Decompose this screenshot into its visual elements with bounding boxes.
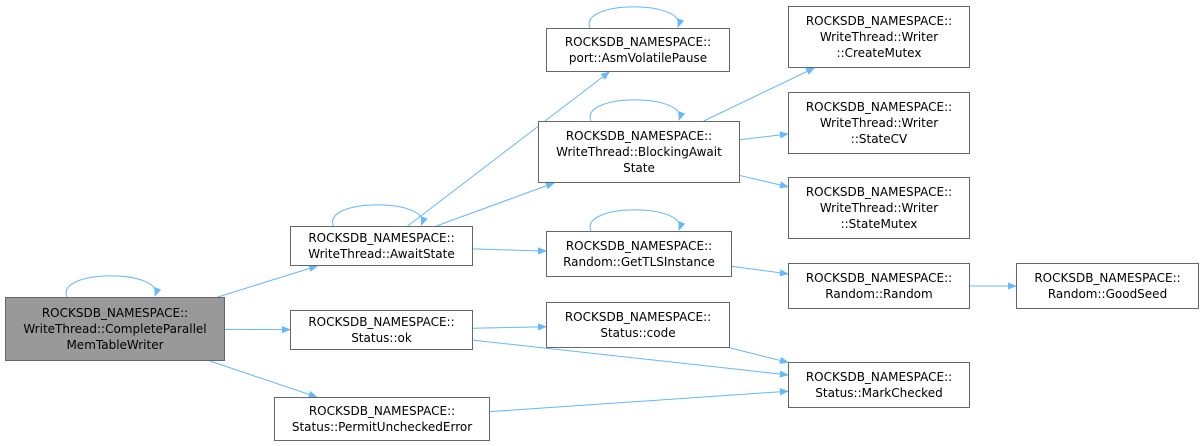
edge-gettls-to-random bbox=[731, 265, 789, 277]
node-good-seed[interactable]: ROCKSDB_NAMESPACE:: Random::GoodSeed bbox=[1016, 263, 1199, 309]
node-blocking-await-state[interactable]: ROCKSDB_NAMESPACE:: WriteThread::Blockin… bbox=[538, 121, 740, 183]
edge-await-to-await bbox=[332, 204, 428, 227]
node-line: ROCKSDB_NAMESPACE:: bbox=[41, 306, 189, 320]
edge-blocking-to-createmutex bbox=[703, 67, 816, 122]
node-line: ROCKSDB_NAMESPACE:: bbox=[565, 239, 713, 253]
edge-statusok-to-statuscode bbox=[472, 323, 547, 331]
node-line: ROCKSDB_NAMESPACE:: bbox=[805, 14, 953, 28]
edge-permit-to-markchecked bbox=[489, 388, 789, 413]
node-writer-state-cv[interactable]: ROCKSDB_NAMESPACE:: WriteThread::Writer … bbox=[788, 92, 970, 154]
node-line: WriteThread::CompleteParallel bbox=[23, 322, 207, 336]
node-line: WriteThread::Writer bbox=[819, 116, 939, 130]
node-mark-checked[interactable]: ROCKSDB_NAMESPACE:: Status::MarkChecked bbox=[788, 362, 970, 408]
edge-await-to-asmpause bbox=[407, 71, 610, 227]
node-await-state[interactable]: ROCKSDB_NAMESPACE:: WriteThread::AwaitSt… bbox=[290, 226, 473, 266]
node-line: ROCKSDB_NAMESPACE:: bbox=[805, 370, 953, 384]
edge-await-to-blocking bbox=[436, 182, 555, 227]
edge-statuscode-to-markchecked bbox=[729, 347, 789, 364]
node-line: ::CreateMutex bbox=[836, 46, 922, 60]
edge-blocking-to-statemutex bbox=[739, 175, 789, 189]
node-writer-state-mutex[interactable]: ROCKSDB_NAMESPACE:: WriteThread::Writer … bbox=[788, 177, 970, 239]
edge-complete-to-permit bbox=[209, 360, 318, 398]
node-line: ROCKSDB_NAMESPACE:: bbox=[565, 129, 713, 143]
node-complete-parallel-memtable-writer[interactable]: ROCKSDB_NAMESPACE:: WriteThread::Complet… bbox=[5, 297, 225, 361]
edge-gettls-to-gettls bbox=[589, 209, 686, 232]
node-status-ok[interactable]: ROCKSDB_NAMESPACE:: Status::ok bbox=[290, 310, 473, 350]
node-line: ::StateMutex bbox=[840, 217, 918, 231]
edge-statusok-to-markchecked bbox=[472, 339, 789, 378]
node-get-tls-instance[interactable]: ROCKSDB_NAMESPACE:: Random::GetTLSInstan… bbox=[546, 231, 732, 277]
edge-blocking-to-blocking bbox=[589, 99, 686, 122]
edge-await-to-gettls bbox=[472, 247, 547, 255]
node-line: WriteThread::Writer bbox=[819, 30, 939, 44]
node-line: ROCKSDB_NAMESPACE:: bbox=[805, 185, 953, 199]
node-line: Random::Random bbox=[825, 287, 933, 301]
node-line: State bbox=[623, 161, 655, 175]
node-writer-create-mutex[interactable]: ROCKSDB_NAMESPACE:: WriteThread::Writer … bbox=[788, 6, 970, 68]
node-line: WriteThread::BlockingAwait bbox=[556, 145, 722, 159]
node-line: ROCKSDB_NAMESPACE:: bbox=[564, 35, 712, 49]
node-asm-volatile-pause[interactable]: ROCKSDB_NAMESPACE:: port::AsmVolatilePau… bbox=[546, 28, 730, 72]
node-line: Status::PermitUncheckedError bbox=[291, 420, 473, 434]
node-line: port::AsmVolatilePause bbox=[568, 51, 708, 65]
node-line: Random::GetTLSInstance bbox=[563, 255, 715, 269]
node-line: ROCKSDB_NAMESPACE:: bbox=[308, 404, 456, 418]
node-line: ROCKSDB_NAMESPACE:: bbox=[308, 315, 455, 329]
edge-complete-to-await bbox=[217, 264, 319, 298]
node-line: Status::MarkChecked bbox=[815, 386, 943, 400]
node-line: Status::ok bbox=[351, 331, 412, 345]
node-line: ROCKSDB_NAMESPACE:: bbox=[805, 100, 953, 114]
node-line: WriteThread::Writer bbox=[819, 201, 939, 215]
edge-blocking-to-statecv bbox=[739, 131, 789, 141]
node-line: ROCKSDB_NAMESPACE:: bbox=[805, 271, 953, 285]
node-line: Random::GoodSeed bbox=[1047, 287, 1168, 301]
node-random-random[interactable]: ROCKSDB_NAMESPACE:: Random::Random bbox=[788, 263, 970, 309]
node-line: ROCKSDB_NAMESPACE:: bbox=[1034, 271, 1181, 285]
edge-asmpause-to-asmpause bbox=[588, 6, 685, 29]
node-line: MemTableWriter bbox=[66, 338, 164, 352]
node-line: WriteThread::AwaitState bbox=[308, 247, 455, 261]
node-line: Status::code bbox=[600, 326, 676, 340]
node-status-code[interactable]: ROCKSDB_NAMESPACE:: Status::code bbox=[546, 302, 730, 348]
node-permit-unchecked-error[interactable]: ROCKSDB_NAMESPACE:: Status::PermitUnchec… bbox=[274, 397, 490, 441]
node-line: ::StateCV bbox=[850, 132, 908, 146]
node-line: ROCKSDB_NAMESPACE:: bbox=[564, 310, 712, 324]
edge-complete-to-complete bbox=[65, 275, 162, 298]
node-line: ROCKSDB_NAMESPACE:: bbox=[308, 231, 455, 245]
